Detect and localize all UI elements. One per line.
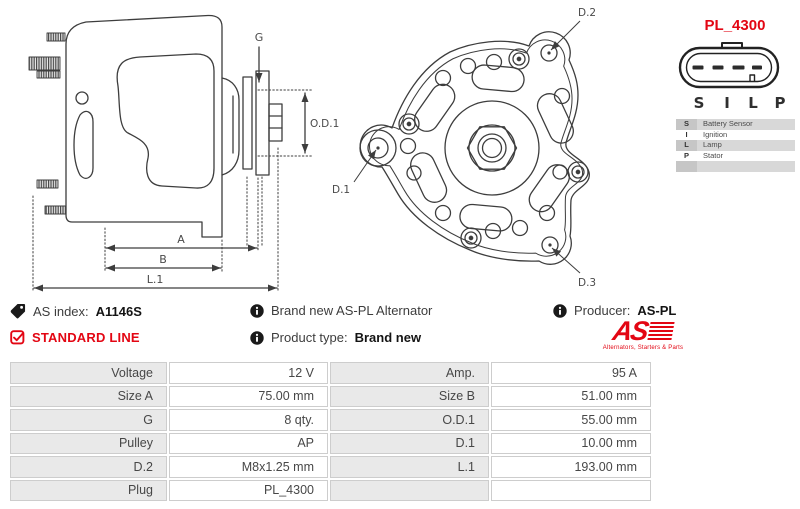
logo-tagline: Alternators, Starters & Parts	[602, 345, 684, 351]
spec-label: Plug	[10, 479, 167, 501]
brand-new-text: Brand new AS-PL Alternator	[271, 303, 433, 318]
spec-label: Size A	[10, 385, 167, 407]
brand-new-line: Brand new AS-PL Alternator	[250, 303, 432, 318]
rivets	[398, 48, 589, 249]
spec-value: M8x1.25 mm	[169, 456, 328, 478]
spec-label: O.D.1	[330, 409, 489, 431]
spec-value: 12 V	[169, 362, 328, 384]
spec-label: L.1	[330, 456, 489, 478]
plug-pin-legend: S Battery Sensor I Ignition L Lamp P Sta…	[676, 119, 795, 172]
producer-value: AS-PL	[637, 303, 677, 318]
legend-row: L Lamp	[676, 140, 795, 151]
legend-desc: Stator	[697, 150, 795, 161]
product-type-value: Brand new	[354, 330, 422, 345]
tag-icon	[10, 303, 26, 319]
legend-desc: Battery Sensor	[697, 119, 795, 130]
product-type-line: Product type: Brand new	[250, 330, 421, 345]
spec-value: 10.00 mm	[491, 432, 651, 454]
legend-row: I Ignition	[676, 129, 795, 140]
legend-pin: I	[676, 129, 697, 140]
as-index-label: AS index:	[33, 303, 89, 319]
plug-drawing	[678, 42, 780, 89]
checkbox-icon	[10, 330, 25, 345]
dim-label-d3: D.3	[578, 277, 596, 289]
dim-label-d1: D.1	[332, 184, 350, 196]
legend-pin	[676, 161, 697, 172]
legend-row: S Battery Sensor	[676, 119, 795, 130]
logo-text: AS	[610, 316, 650, 346]
spec-label: Voltage	[10, 362, 167, 384]
legend-row	[676, 161, 795, 172]
spec-label: Size B	[330, 385, 489, 407]
spec-value: 75.00 mm	[169, 385, 328, 407]
plug-pin-letter-i: I	[724, 94, 730, 112]
plug-code-label: PL_4300	[705, 17, 766, 34]
vent-slots	[410, 64, 574, 232]
plug-pin-letter-s: S	[694, 94, 705, 112]
spec-label: D.1	[330, 432, 489, 454]
spec-value: 55.00 mm	[491, 409, 651, 431]
spec-label: G	[10, 409, 167, 431]
standard-line-label: STANDARD LINE	[32, 330, 140, 345]
legend-desc: Lamp	[697, 140, 795, 151]
spec-label: Amp.	[330, 362, 489, 384]
spec-value: 95 A	[491, 362, 651, 384]
logo-stripes	[647, 321, 675, 341]
dim-label-l1: L.1	[147, 273, 164, 286]
spec-value	[491, 479, 651, 501]
legend-pin: L	[676, 140, 697, 151]
spec-value: AP	[169, 432, 328, 454]
legend-pin: S	[676, 119, 697, 130]
spec-value: 8 qty.	[169, 409, 328, 431]
spec-label: D.2	[10, 456, 167, 478]
legend-desc	[697, 161, 795, 172]
product-type-label: Product type:	[271, 330, 348, 345]
dim-label-a: A	[177, 233, 185, 246]
as-index-line: AS index: A1146S	[10, 303, 142, 319]
spec-label: Pulley	[10, 432, 167, 454]
spec-value: 51.00 mm	[491, 385, 651, 407]
info-icon	[553, 303, 567, 318]
producer-label: Producer:	[574, 303, 631, 318]
legend-desc: Ignition	[697, 129, 795, 140]
mounting-holes	[399, 53, 571, 240]
plug-pin-letter-l: L	[748, 94, 758, 112]
as-index-value: A1146S	[95, 303, 142, 319]
spec-table: Voltage 12 V Amp. 95 A Size A 75.00 mm S…	[10, 362, 651, 501]
spec-value: PL_4300	[169, 479, 328, 501]
standard-line: STANDARD LINE	[10, 330, 140, 345]
dim-label-b: B	[159, 253, 167, 266]
spec-label	[330, 479, 489, 501]
as-pl-logo: AS Alternators, Starters & Parts	[588, 316, 698, 351]
plug-pin-letter-p: P	[775, 94, 786, 112]
producer-line: Producer: AS-PL	[553, 303, 676, 318]
info-icon	[250, 303, 264, 318]
spec-value: 193.00 mm	[491, 456, 651, 478]
dim-label-d2: D.2	[578, 7, 596, 19]
legend-row: P Stator	[676, 150, 795, 161]
technical-drawings: G O.D.1 A B L.1	[28, 7, 786, 293]
alternator-side-view	[28, 14, 314, 293]
dim-label-g: G	[255, 31, 264, 44]
info-icon	[250, 330, 264, 345]
alternator-front-view	[353, 20, 590, 274]
legend-pin: P	[676, 150, 697, 161]
dim-label-od1: O.D.1	[310, 118, 339, 130]
